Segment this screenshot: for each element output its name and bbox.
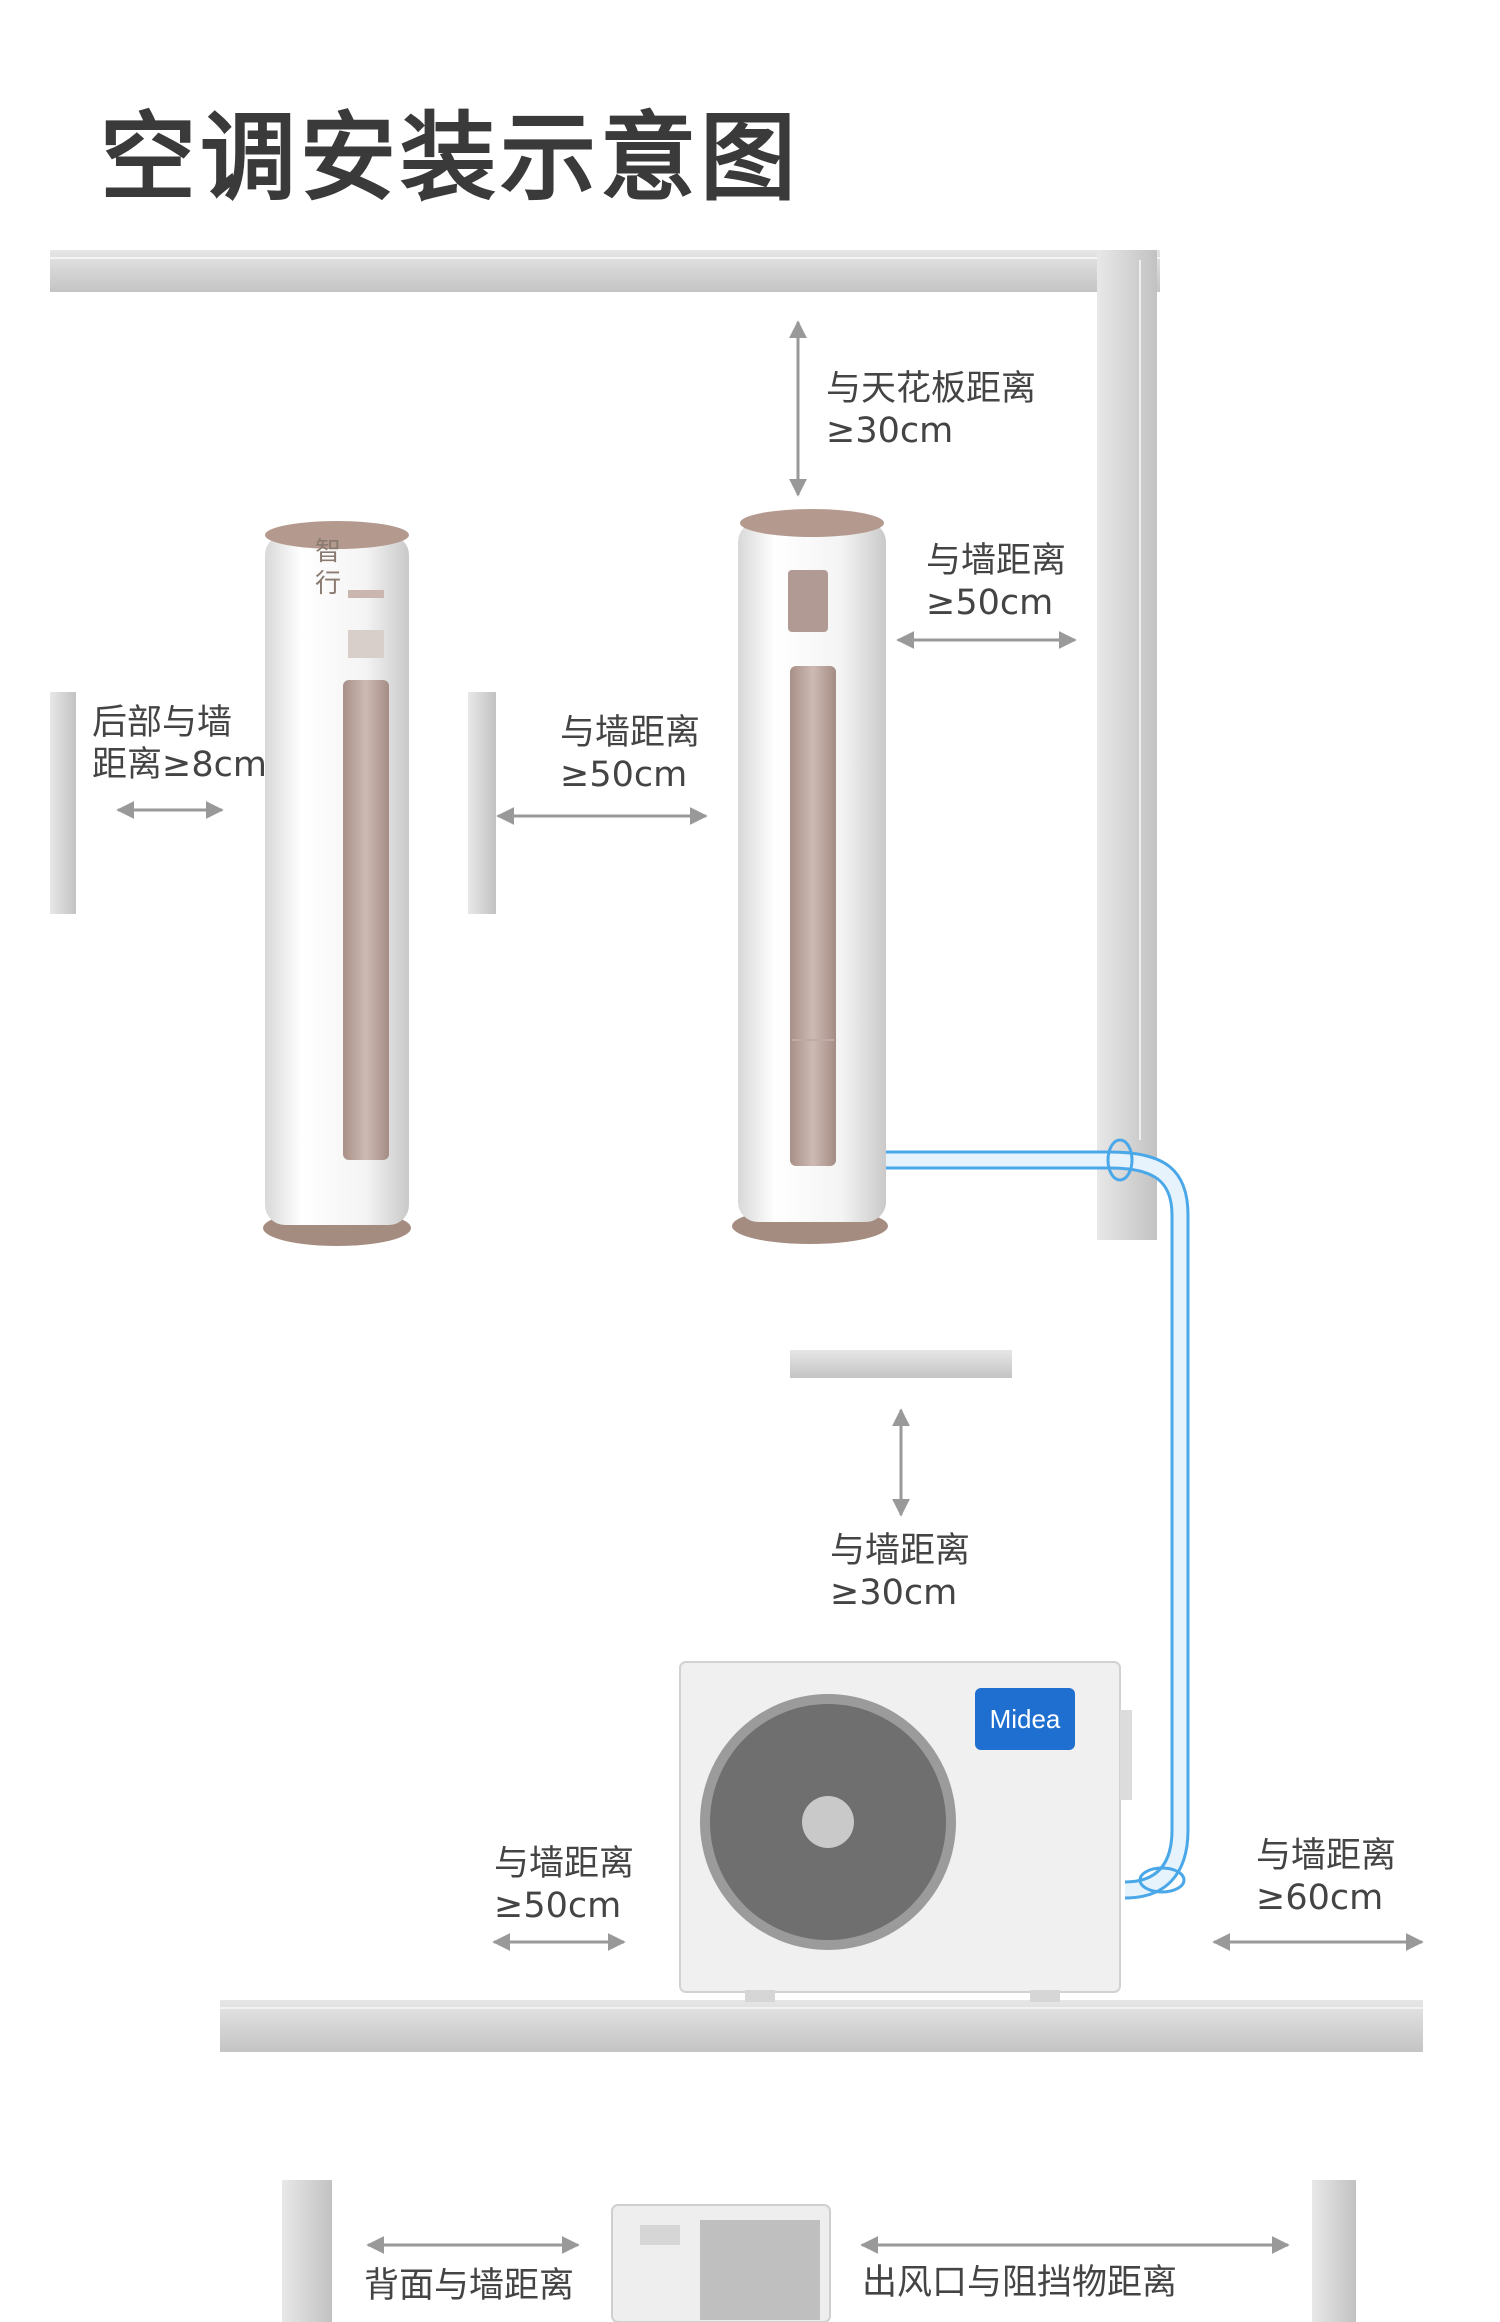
label-ceiling-line2: ≥30cm bbox=[826, 410, 1036, 452]
label-outdoor-right-distance: 与墙距离 ≥60cm bbox=[1256, 1835, 1396, 1919]
label-unit2-wall-distance: 与墙距离 ≥50cm bbox=[926, 540, 1066, 624]
ceiling-wall bbox=[50, 250, 1160, 292]
label-outdoor-right-line1: 与墙距离 bbox=[1256, 1835, 1396, 1877]
outdoor-unit-rear bbox=[612, 2205, 830, 2322]
label-outdoor-right-line2: ≥60cm bbox=[1256, 1877, 1396, 1919]
label-outdoor-top-line1: 与墙距离 bbox=[830, 1530, 970, 1572]
bottom-left-wall bbox=[282, 2180, 332, 2322]
label-back-wall-line2: 距离≥8cm bbox=[92, 744, 267, 786]
middle-wall-segment bbox=[468, 692, 496, 914]
label-front-wall-distance: 与墙距离 ≥50cm bbox=[560, 712, 700, 796]
label-unit2-wall-line2: ≥50cm bbox=[926, 582, 1066, 624]
label-back-wall-distance: 后部与墙 距离≥8cm bbox=[92, 702, 267, 786]
label-front-wall-line2: ≥50cm bbox=[560, 754, 700, 796]
label-outdoor-top-distance: 与墙距离 ≥30cm bbox=[830, 1530, 970, 1614]
label-outdoor-left-line1: 与墙距离 bbox=[494, 1843, 634, 1885]
outdoor-top-wall bbox=[790, 1350, 1012, 1378]
label-outdoor-top-line2: ≥30cm bbox=[830, 1572, 970, 1614]
label-outdoor-left-distance: 与墙距离 ≥50cm bbox=[494, 1843, 634, 1927]
floor-slab bbox=[220, 2000, 1423, 2052]
indoor-unit-right bbox=[732, 509, 888, 1244]
label-outdoor-left-line2: ≥50cm bbox=[494, 1885, 634, 1927]
label-ceiling-line1: 与天花板距离 bbox=[826, 368, 1036, 410]
brand-logo: Midea bbox=[990, 1704, 1061, 1734]
label-front-wall-line1: 与墙距离 bbox=[560, 712, 700, 754]
svg-text:行: 行 bbox=[315, 569, 341, 599]
label-ceiling-distance: 与天花板距离 ≥30cm bbox=[826, 368, 1036, 452]
outdoor-unit: Midea bbox=[680, 1662, 1132, 2002]
label-outdoor-back-distance: 背面与墙距离 bbox=[364, 2265, 574, 2307]
back-wall-segment bbox=[50, 692, 76, 914]
svg-text:智: 智 bbox=[315, 537, 341, 567]
label-outlet-obstacle-distance: 出风口与阻挡物距离 bbox=[862, 2262, 1177, 2304]
indoor-unit-left: 智 行 bbox=[263, 521, 411, 1246]
label-unit2-wall-line1: 与墙距离 bbox=[926, 540, 1066, 582]
right-wall bbox=[1097, 250, 1157, 1240]
bottom-right-wall bbox=[1312, 2180, 1356, 2322]
label-back-wall-line1: 后部与墙 bbox=[92, 702, 267, 744]
